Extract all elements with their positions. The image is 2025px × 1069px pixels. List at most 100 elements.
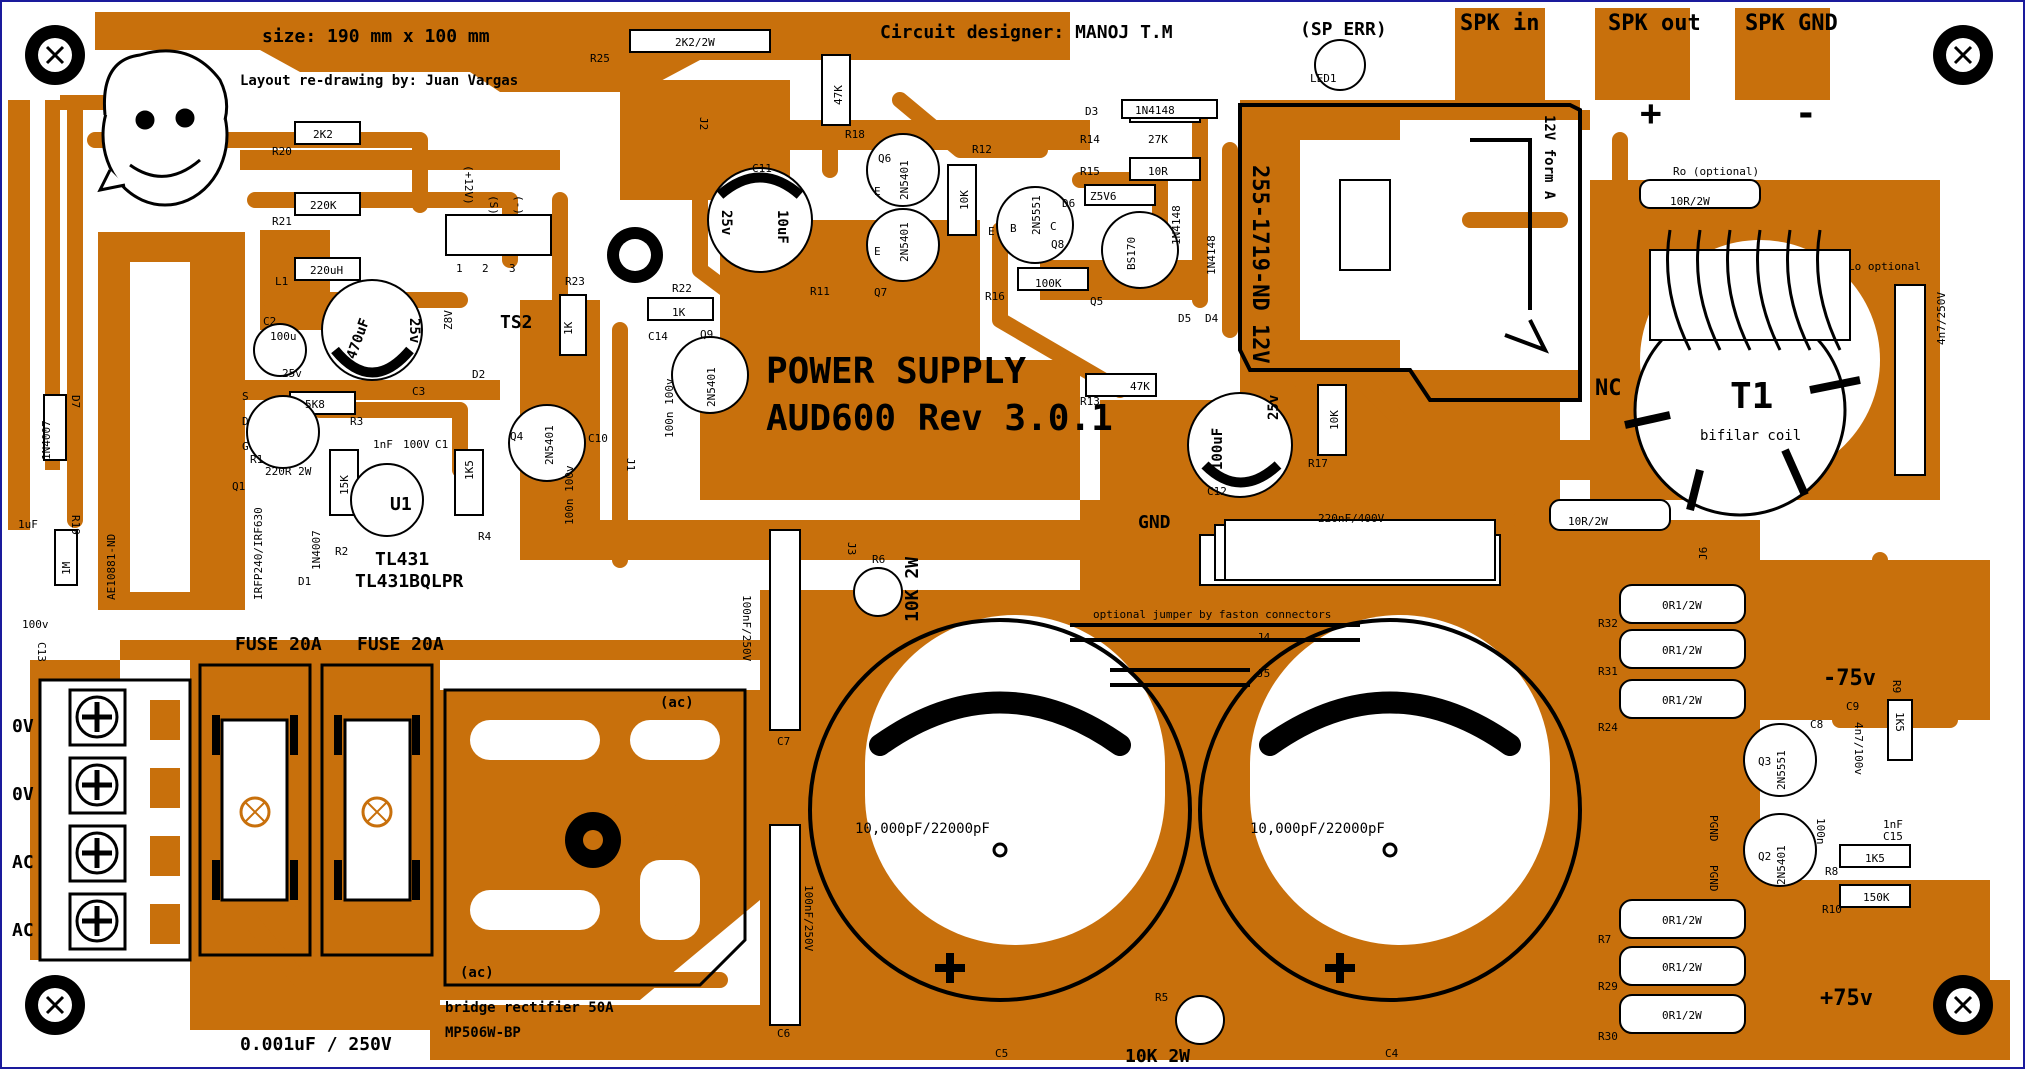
r14-value: 27K bbox=[1148, 133, 1168, 146]
c14-label: C14 bbox=[648, 330, 668, 343]
c3-label: C3 bbox=[412, 385, 425, 398]
led1-label: LED1 bbox=[1310, 72, 1337, 85]
ae10881-label: AE10881-ND bbox=[105, 534, 118, 600]
q3-value: 2N5551 bbox=[1775, 750, 1788, 790]
q1-value: IRFP240/IRF630 bbox=[252, 507, 265, 600]
c13-voltage: 100v bbox=[22, 618, 49, 631]
r13-value: 47K bbox=[1130, 380, 1150, 393]
r5-label: R5 bbox=[1155, 991, 1168, 1004]
t1-coil-label: bifilar coil bbox=[1700, 428, 1801, 444]
input-label-ac-1: AC bbox=[12, 852, 34, 873]
r1-label: R1 bbox=[250, 453, 263, 466]
faston-jumper bbox=[1070, 623, 1360, 687]
c9-value: 4n7/100v bbox=[1852, 722, 1865, 775]
r18-label: R18 bbox=[845, 128, 865, 141]
u1-label: U1 bbox=[390, 494, 412, 515]
d1-label: D1 bbox=[298, 575, 311, 588]
c8-label: C8 bbox=[1810, 718, 1823, 731]
small-components bbox=[43, 29, 1926, 1045]
j1-label: J1 bbox=[624, 458, 637, 471]
c12-voltage: 25v bbox=[1266, 395, 1282, 420]
j2-label: J2 bbox=[697, 117, 710, 130]
r9-value: 1K5 bbox=[1893, 712, 1906, 732]
q5-value: BS170 bbox=[1125, 237, 1138, 270]
ts2-label: TS2 bbox=[500, 312, 533, 333]
r29-label: R29 bbox=[1598, 980, 1618, 993]
ac-label-top: (ac) bbox=[660, 695, 694, 711]
r19-value: 1M bbox=[60, 561, 73, 575]
r8-label: R8 bbox=[1825, 865, 1838, 878]
r23-value: 1K bbox=[562, 321, 575, 335]
pin-12v-label: (+12V) bbox=[462, 165, 475, 205]
mount-hole-top-right bbox=[1933, 25, 1993, 85]
r7-value: 0R1/2W bbox=[1662, 914, 1702, 927]
ro-value: 10R/2W bbox=[1670, 195, 1710, 208]
c3-voltage: 25v bbox=[406, 318, 422, 343]
gnd-label: GND bbox=[1138, 512, 1171, 533]
input-label-0v-2: 0V bbox=[12, 784, 34, 805]
c2-value: 100u bbox=[270, 330, 297, 343]
r5-value: 10K 2W bbox=[1125, 1046, 1190, 1067]
r15-label: R15 bbox=[1080, 165, 1100, 178]
r17-label: R17 bbox=[1308, 457, 1328, 470]
r11-label: R11 bbox=[810, 285, 830, 298]
nc-label: NC bbox=[1595, 376, 1622, 401]
mounting-holes bbox=[25, 25, 1993, 1035]
r22-label: R22 bbox=[672, 282, 692, 295]
terminal-screw-2 bbox=[68, 756, 180, 815]
capacitor-bands bbox=[331, 172, 1282, 488]
r31-value: 0R1/2W bbox=[1662, 644, 1702, 657]
ac-label-bottom: (ac) bbox=[460, 965, 494, 981]
c7-label: C7 bbox=[777, 735, 790, 748]
pos-75v-label: +75v bbox=[1820, 986, 1873, 1011]
q1-label: Q1 bbox=[232, 480, 245, 493]
r32-value: 0R1/2W bbox=[1662, 599, 1702, 612]
q2-label: Q2 bbox=[1758, 850, 1771, 863]
r12-label: R12 bbox=[972, 143, 992, 156]
pin-3-label: 3 bbox=[509, 262, 516, 275]
c5-label: C5 bbox=[995, 1047, 1008, 1060]
r10-value: 150K bbox=[1863, 891, 1890, 904]
r3-label: R3 bbox=[350, 415, 363, 428]
relay-outline bbox=[1238, 103, 1582, 402]
pin-g-label: G bbox=[242, 440, 249, 453]
r18-value: 47K bbox=[832, 85, 845, 105]
d7-label: D7 bbox=[69, 395, 82, 408]
fuse-2-label: FUSE 20A bbox=[357, 634, 444, 655]
neg-75v-label: -75v bbox=[1823, 666, 1876, 691]
l1-label: L1 bbox=[275, 275, 288, 288]
c14-value: 100n 100v bbox=[663, 378, 676, 438]
r29-value: 0R1/2W bbox=[1662, 961, 1702, 974]
q3-label: Q3 bbox=[1758, 755, 1771, 768]
transformer-t1 bbox=[1624, 229, 1861, 517]
r6-value: 10K 2W bbox=[902, 557, 923, 622]
r24-label: R24 bbox=[1598, 721, 1618, 734]
j3-label: J3 bbox=[845, 542, 858, 555]
t1-res-value: 10R/2W bbox=[1568, 515, 1608, 528]
t1-label: T1 bbox=[1730, 376, 1773, 417]
relay-form: 12V form A bbox=[1541, 115, 1557, 200]
d2-label: D2 bbox=[472, 368, 485, 381]
c8-value: 100n bbox=[1814, 818, 1827, 845]
r16-label: R16 bbox=[985, 290, 1005, 303]
pin-minus-label: (-) bbox=[512, 195, 525, 215]
pgnd-label-2: PGND bbox=[1707, 865, 1720, 892]
d1-value: 1N4007 bbox=[310, 530, 323, 570]
mount-hole-bottom-right bbox=[1933, 975, 1993, 1035]
u1-part: TL431BQLPR bbox=[355, 571, 464, 592]
d6-value: Z5V6 bbox=[1090, 190, 1117, 203]
terminal-screw-4 bbox=[68, 892, 180, 951]
spk-gnd-minus: - bbox=[1795, 93, 1817, 134]
spk-out-label: SPK out bbox=[1608, 11, 1701, 36]
q2-value: 2N5401 bbox=[1775, 845, 1788, 885]
c11-label: C11 bbox=[752, 162, 772, 175]
r4-label: R4 bbox=[478, 530, 492, 543]
d6-label: D6 bbox=[1062, 197, 1075, 210]
q8-pin-e: E bbox=[988, 225, 995, 238]
d3-label: D3 bbox=[1085, 105, 1098, 118]
r16-value: 100K bbox=[1035, 277, 1062, 290]
r21-value: 220K bbox=[310, 199, 337, 212]
r9-label: R9 bbox=[1890, 680, 1903, 693]
r13-label: R13 bbox=[1080, 395, 1100, 408]
